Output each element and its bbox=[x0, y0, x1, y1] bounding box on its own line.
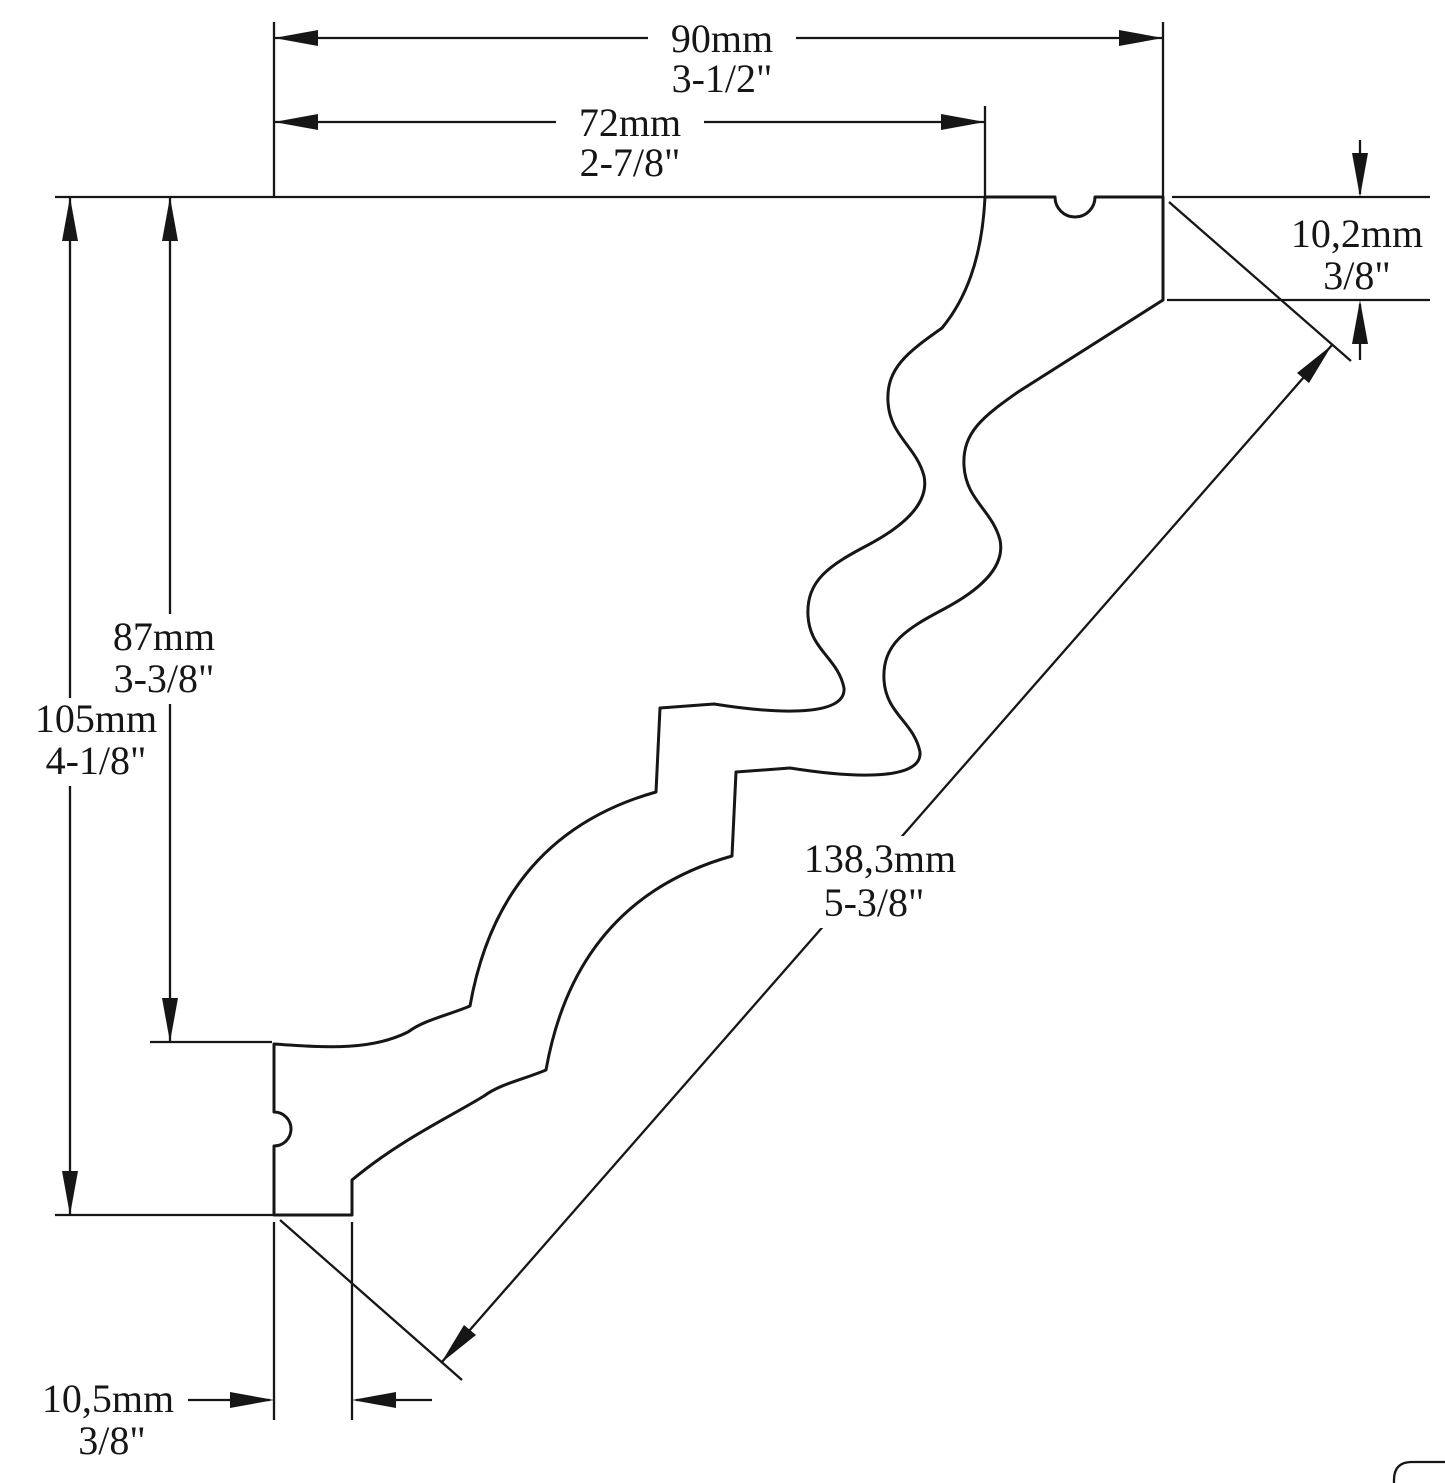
arrowhead-right bbox=[230, 1392, 274, 1408]
arrowhead-right bbox=[941, 114, 985, 130]
extension-line-diagonal-lower bbox=[279, 1219, 463, 1381]
page-corner-fragment bbox=[1392, 1460, 1445, 1483]
dim-overall-height: 105mm 4-1/8" bbox=[28, 197, 164, 1215]
arrowhead-down bbox=[1352, 153, 1368, 197]
dim-label-inch: 4-1/8" bbox=[46, 738, 147, 783]
label-mask bbox=[780, 836, 980, 928]
label-mask bbox=[556, 102, 704, 148]
extension-line-diagonal-upper bbox=[1168, 201, 1352, 362]
arrowhead-bottom bbox=[162, 998, 178, 1042]
molding-profile bbox=[272, 195, 1165, 1217]
dim-wall-flange: 10,5mm 3/8" bbox=[42, 1376, 432, 1463]
arrowhead-upper bbox=[1297, 345, 1332, 383]
arrowhead-top bbox=[62, 197, 78, 241]
dim-label-mm: 72mm bbox=[579, 100, 681, 145]
label-mask bbox=[648, 18, 796, 64]
dim-label-inch: 3-1/2" bbox=[672, 56, 773, 101]
dim-face-height: 87mm 3-3/8" bbox=[108, 197, 222, 1042]
molding-profile-outline bbox=[272, 195, 1165, 1217]
arrowhead-bottom bbox=[62, 1171, 78, 1215]
arrowhead-right bbox=[1119, 30, 1163, 46]
dim-label-mm: 87mm bbox=[113, 614, 215, 659]
arrowhead-left bbox=[352, 1392, 396, 1408]
arrowhead-left bbox=[274, 114, 318, 130]
arrowhead-lower bbox=[441, 1325, 476, 1363]
arrowhead-top bbox=[162, 197, 178, 241]
label-mask bbox=[108, 614, 222, 704]
dim-diagonal: 138,3mm 5-3/8" bbox=[440, 344, 1333, 1364]
dim-label-mm: 10,5mm bbox=[42, 1376, 174, 1421]
dim-label-inch: 2-7/8" bbox=[580, 140, 681, 185]
dim-face-width: 72mm 2-7/8" bbox=[274, 100, 985, 185]
arrowhead-up bbox=[1352, 300, 1368, 344]
dim-label-inch: 3/8" bbox=[78, 1418, 145, 1463]
dim-label-inch: 5-3/8" bbox=[824, 880, 925, 925]
label-mask bbox=[28, 698, 164, 786]
arrowhead-left bbox=[274, 30, 318, 46]
dim-overall-width: 90mm 3-1/2" bbox=[274, 16, 1163, 101]
dim-label-inch: 3-3/8" bbox=[114, 656, 215, 701]
dim-label-inch: 3/8" bbox=[1323, 253, 1390, 298]
dim-label-mm: 10,2mm bbox=[1291, 211, 1423, 256]
dim-label-mm: 90mm bbox=[671, 16, 773, 61]
corner-border-line bbox=[1392, 1460, 1445, 1483]
dim-ceiling-flange: 10,2mm 3/8" bbox=[1291, 140, 1423, 360]
dim-label-mm: 138,3mm bbox=[804, 836, 956, 881]
